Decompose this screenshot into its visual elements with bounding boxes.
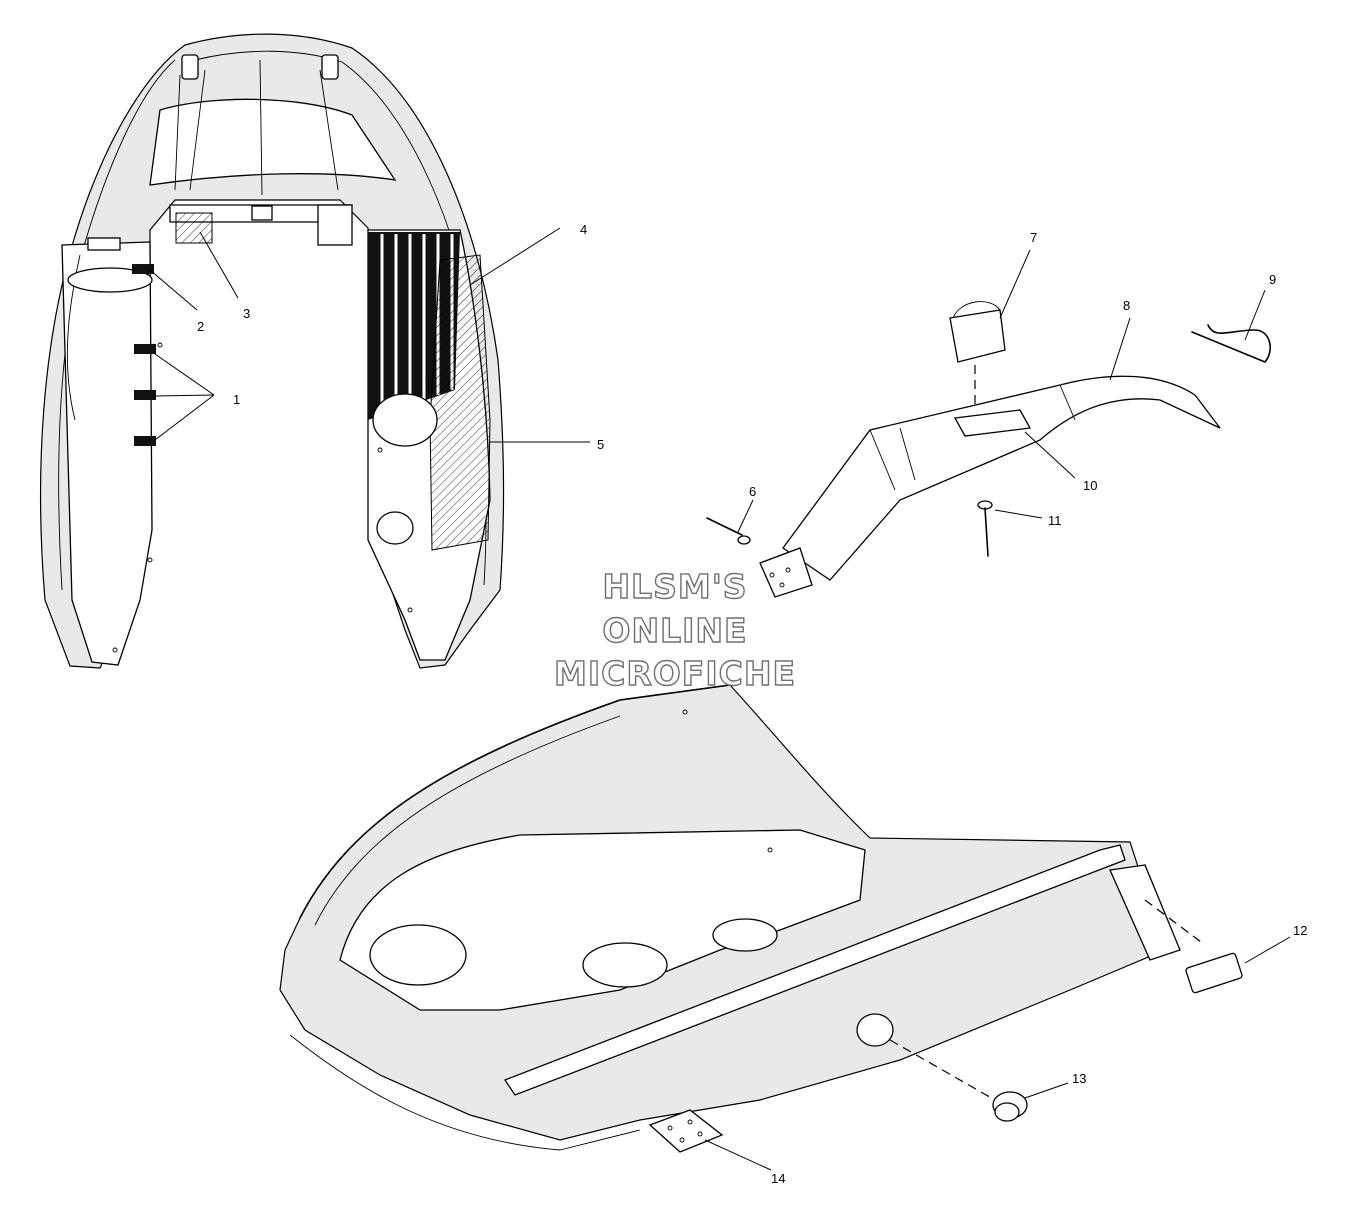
callout-7: 7 [1030,230,1037,245]
watermark: HLSM'S ONLINE MICROFICHE [553,566,796,693]
callout-10: 10 [1083,478,1097,493]
callout-8: 8 [1123,298,1130,313]
belly-pan-assembly [706,301,1271,598]
callout-5: 5 [597,437,604,452]
part-12-pad [1185,952,1243,994]
callout-4: 4 [580,222,587,237]
hood-perspective-view [279,684,1181,1151]
callout-9: 9 [1269,272,1276,287]
callout-11: 11 [1048,513,1062,528]
part-14-plate [648,1109,724,1153]
callout-2: 2 [197,319,204,334]
watermark-line-1: HLSM'S [602,567,747,606]
callout-labels: 1 2 3 4 5 6 7 8 9 10 11 12 13 14 [197,222,1307,1186]
leader-lines [149,227,1291,1171]
watermark-line-2: ONLINE [602,611,747,650]
callout-12: 12 [1293,923,1307,938]
hood-top-view [39,33,505,669]
watermark-line-3: MICROFICHE [554,654,796,693]
callout-6: 6 [749,484,756,499]
callout-3: 3 [243,306,250,321]
callout-1: 1 [233,392,240,407]
part-13-plug [992,1091,1028,1122]
callout-14: 14 [771,1171,785,1186]
callout-13: 13 [1072,1071,1086,1086]
